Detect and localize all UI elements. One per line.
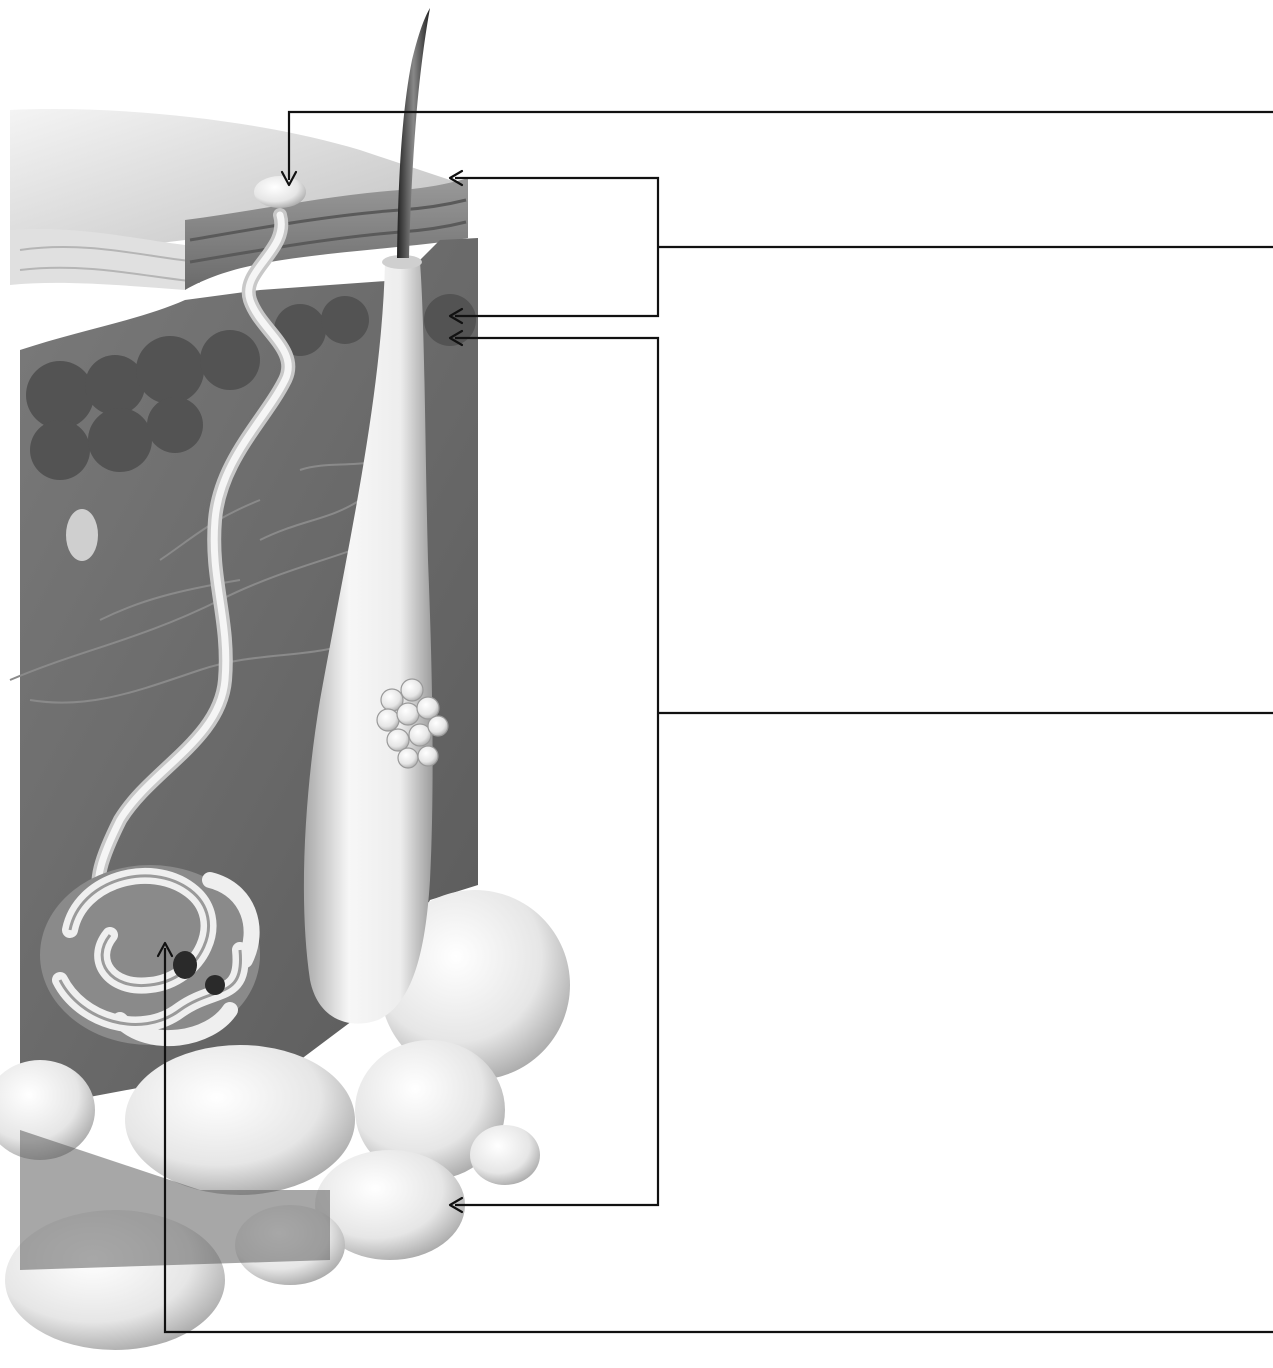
sweat-gland-coil: [40, 865, 260, 1045]
leader-line-sweat-pore: [289, 112, 1273, 180]
bracket-epidermis: [455, 178, 658, 316]
sweat-pore: [254, 176, 306, 208]
dermal-cell: [66, 509, 98, 561]
